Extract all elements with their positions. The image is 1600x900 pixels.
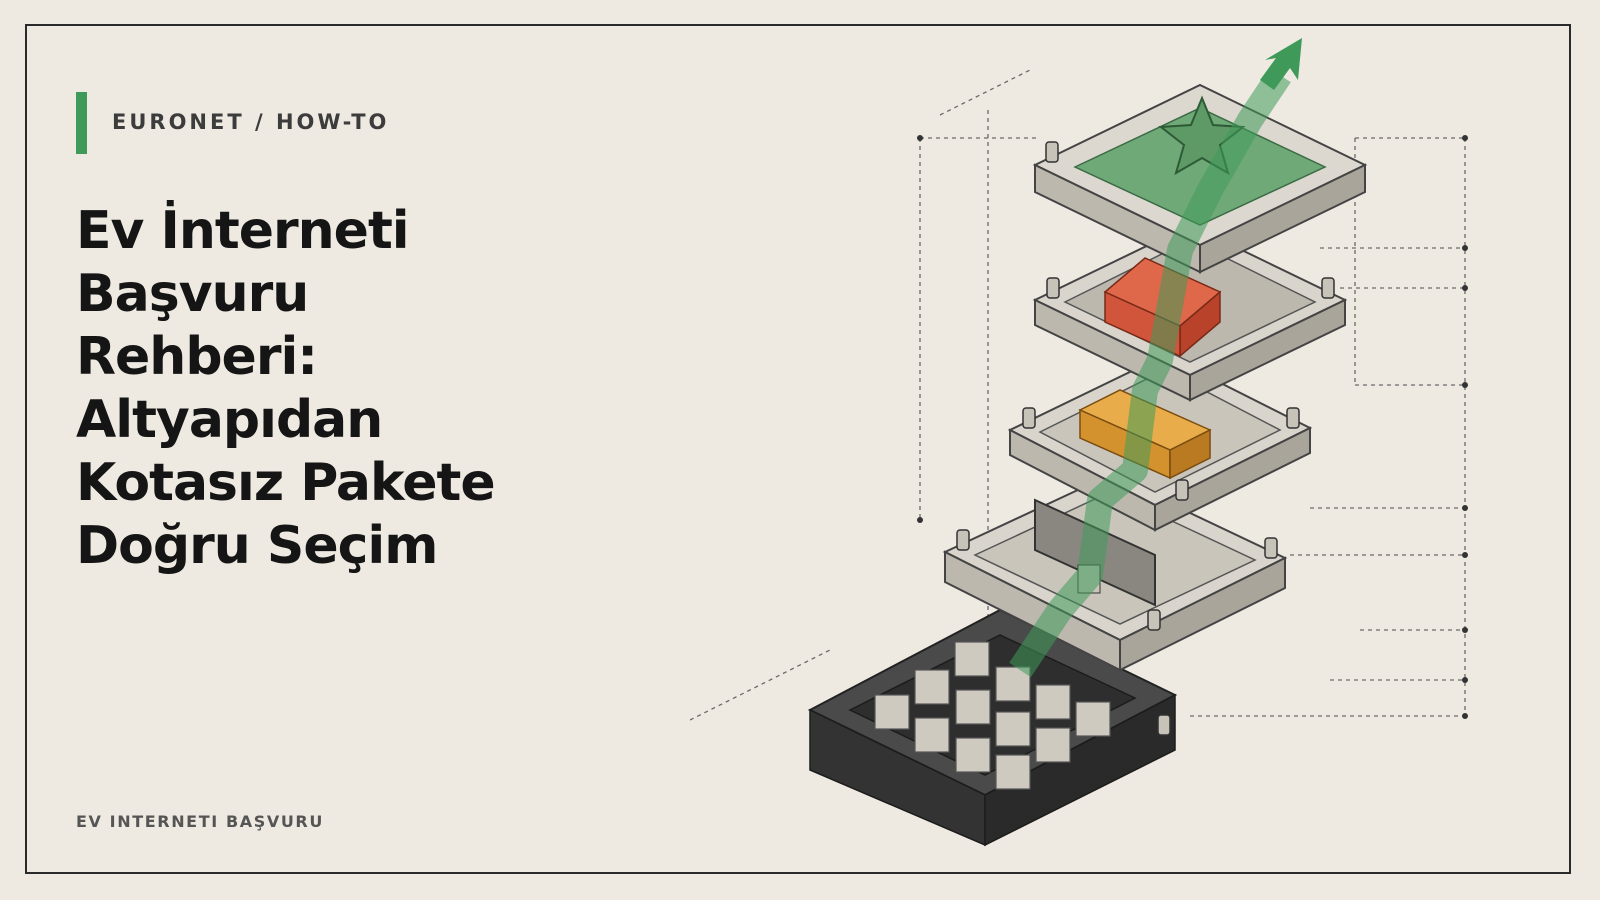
flow-ribbon — [1009, 67, 1291, 678]
layer-gate — [942, 473, 1288, 672]
guide-lines — [690, 69, 1466, 721]
title-line-3: Rehberi: — [76, 327, 318, 387]
arrow-up-right-icon — [1260, 38, 1302, 90]
footer-label: EV INTERNETI BAŞVURU — [76, 812, 324, 831]
title-line-1: Ev İnterneti — [76, 201, 410, 261]
base-layer — [807, 608, 1178, 847]
title-line-2: Başvuru — [76, 264, 309, 324]
page-title: Ev İnterneti Başvuru Rehberi: Altyapıdan… — [76, 200, 636, 578]
kicker-label: EURONET / HOW-TO — [112, 110, 390, 134]
accent-bar — [76, 92, 87, 154]
title-line-5: Kotasız Pakete — [76, 453, 496, 513]
title-line-4: Altyapıdan — [76, 390, 383, 450]
corner-posts — [956, 141, 1335, 736]
page-frame — [25, 24, 1571, 874]
title-line-6: Doğru Seçim — [76, 516, 438, 576]
layer-stack-illustration — [690, 38, 1468, 847]
guide-dots — [917, 135, 1468, 719]
layer-red-block — [1032, 223, 1348, 402]
layer-star — [1032, 83, 1368, 274]
